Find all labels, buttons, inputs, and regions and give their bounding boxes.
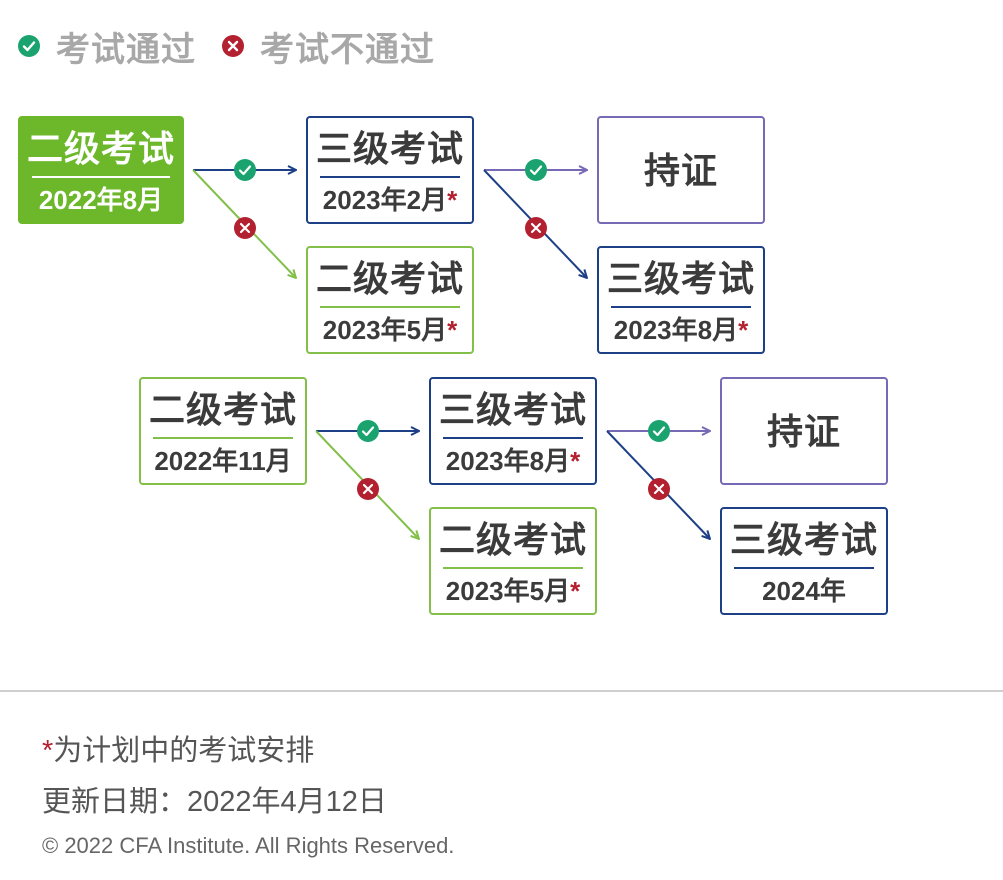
node-divider [320, 176, 460, 178]
x-circle-icon [234, 217, 256, 239]
legend-pass-label: 考试通过 [56, 30, 196, 69]
footer-divider [0, 690, 1003, 692]
note-text: 为计划中的考试安排 [53, 735, 315, 767]
flow2-cert-node: 持证 [720, 377, 888, 485]
flow1-start-node: 二级考试 2022年8月 [18, 116, 184, 224]
x-circle-icon [357, 478, 379, 500]
node-title: 二级考试 [26, 128, 175, 169]
cert-label: 持证 [643, 150, 718, 191]
footer-note: *为计划中的考试安排 [42, 727, 314, 769]
node-date: 2022年11月 [154, 446, 292, 476]
node-date: 2023年5月* [322, 315, 458, 345]
node-title: 三级考试 [729, 519, 878, 560]
node-title: 三级考试 [315, 128, 464, 169]
check-circle-icon [234, 159, 256, 181]
node-divider [734, 567, 874, 569]
x-circle-icon [525, 217, 547, 239]
node-divider [153, 437, 293, 439]
node-title: 三级考试 [438, 389, 587, 430]
flow1-cert-node: 持证 [597, 116, 765, 224]
node-date: 2023年2月* [322, 185, 458, 215]
node-title: 二级考试 [315, 258, 464, 299]
legend: 考试通过 考试不通过 [18, 22, 461, 70]
node-title: 三级考试 [606, 258, 755, 299]
check-circle-icon [648, 420, 670, 442]
check-circle-icon [18, 35, 40, 57]
x-circle-icon [648, 478, 670, 500]
flow2-pass-node: 三级考试 2023年8月* [429, 377, 597, 485]
x-circle-icon [222, 35, 244, 57]
flow1-retry-node: 三级考试 2023年8月* [597, 246, 765, 354]
flow2-fail-node: 二级考试 2023年5月* [429, 507, 597, 615]
node-date: 2023年8月* [613, 315, 749, 345]
flow2-start-node: 二级考试 2022年11月 [139, 377, 307, 485]
cert-label: 持证 [766, 411, 841, 452]
legend-fail: 考试不通过 [222, 22, 435, 71]
node-date: 2024年 [762, 576, 846, 606]
legend-pass: 考试通过 [18, 22, 196, 71]
note-star: * [42, 735, 54, 767]
node-date: 2023年5月* [445, 576, 581, 606]
node-title: 二级考试 [438, 519, 587, 560]
copyright: © 2022 CFA Institute. All Rights Reserve… [42, 833, 455, 858]
node-divider [443, 437, 583, 439]
check-circle-icon [357, 420, 379, 442]
node-divider [320, 306, 460, 308]
flow1-pass-node: 三级考试 2023年2月* [306, 116, 474, 224]
node-divider [611, 306, 751, 308]
node-divider [32, 176, 170, 178]
node-date: 2022年8月 [38, 185, 164, 215]
node-divider [443, 567, 583, 569]
updated-date: 更新日期：2022年4月12日 [42, 786, 387, 818]
legend-fail-label: 考试不通过 [260, 30, 435, 69]
node-title: 二级考试 [148, 389, 297, 430]
node-date: 2023年8月* [445, 446, 581, 476]
check-circle-icon [525, 159, 547, 181]
flow2-retry-node: 三级考试 2024年 [720, 507, 888, 615]
flow1-fail-node: 二级考试 2023年5月* [306, 246, 474, 354]
